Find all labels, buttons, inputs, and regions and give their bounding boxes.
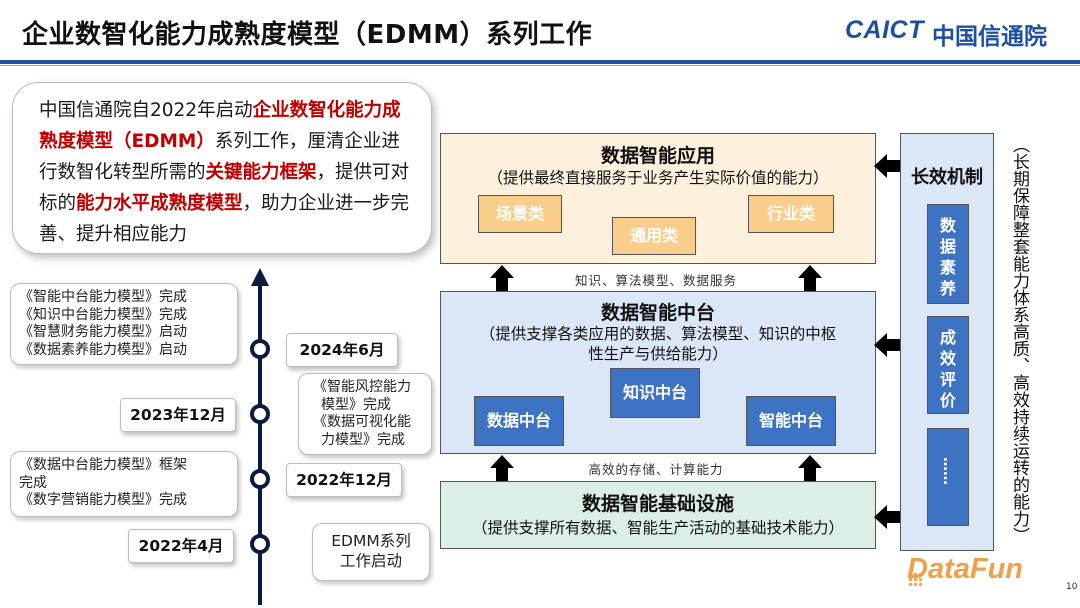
side-chip-effectiveness-evaluation: 成效评价 (927, 316, 969, 414)
header-divider-thin (0, 65, 1080, 66)
intro-text-1: 中国信通院自2022年启动 (39, 100, 253, 121)
milestone-note-2022-04: EDMM系列 工作启动 (312, 523, 430, 581)
intro-callout: 中国信通院自2022年启动企业数智化能力成熟度模型（EDMM）系列工作，厘清企业… (12, 82, 432, 254)
timeline-dot-2022-04 (250, 534, 270, 554)
timeline-dot-2024-06 (250, 339, 270, 359)
date-2022-04: 2022年4月 (128, 529, 234, 563)
app-layer-subtitle: （提供最终直接服务于业务产生实际价值的能力） (487, 169, 829, 187)
middle-chip-data: 数据中台 (474, 396, 564, 446)
timeline-dot-2022-12 (250, 469, 270, 489)
page-title: 企业数智化能力成熟度模型（EDMM）系列工作 (22, 20, 593, 50)
caict-logo: CAICT (845, 16, 924, 44)
milestone-item: 《知识中台能力模型》完成 (19, 306, 187, 323)
up-arrow-icon (798, 265, 822, 291)
middle-chip-knowledge: 知识中台 (610, 368, 700, 418)
intro-highlight-edmm: 企业数智化能力成熟度模型（EDMM） (39, 100, 401, 152)
intro-highlight-maturity: 能力水平成熟度模型 (76, 193, 243, 214)
side-chip-more: …… (927, 428, 969, 526)
milestone-note-2024-06: 《智能中台能力模型》完成 《知识中台能力模型》完成 《智慧财务能力模型》启动 《… (10, 283, 238, 365)
milestone-item: 《数据素养能力模型》启动 (19, 341, 187, 358)
milestone-note-2022-12: 《数据中台能力模型》框架 完成 《数字营销能力模型》完成 (10, 451, 238, 517)
milestone-item: 《数据可视化能 (313, 414, 411, 430)
milestone-item: 力模型》完成 (321, 431, 405, 448)
date-2023-12: 2023年12月 (120, 398, 236, 432)
app-layer-title: 数据智能应用 (600, 145, 715, 167)
milestone-note-2023-12: 《智能风控能力 模型》完成 《数据可视化能 力模型》完成 (298, 373, 432, 455)
middle-layer-subtitle-2: 性生产与供给能力） (588, 345, 728, 363)
long-term-mechanism-note: （长期保障整套能力体系高质、高效持续运转的能力） (1009, 136, 1029, 544)
left-arrow-icon (874, 154, 900, 178)
left-arrow-icon (874, 505, 900, 529)
milestone-item: 模型》完成 (321, 396, 391, 413)
timeline-arrow-head (251, 268, 269, 286)
side-chip-label: 成效评价 (939, 328, 956, 410)
side-chip-label: 数据素养 (939, 216, 956, 298)
base-layer-subtitle: （提供支撑所有数据、智能生产活动的基础技术能力） (471, 519, 844, 537)
milestone-item: 完成 (19, 474, 47, 491)
intro-text-2: 系列工作，厘清企业进行数智化转型所需的 (39, 131, 400, 183)
header-divider (0, 60, 1080, 64)
side-panel-title: 长效机制 (911, 167, 983, 188)
base-layer-title: 数据智能基础设施 (581, 493, 734, 515)
milestone-item: 工作启动 (339, 552, 402, 570)
app-middle-link-label: 知识、算法模型、数据服务 (574, 273, 737, 288)
up-arrow-icon (798, 455, 822, 481)
milestone-item: 《智慧财务能力模型》启动 (19, 324, 187, 340)
side-chip-label: …… (940, 457, 956, 485)
middle-base-link-label: 高效的存储、计算能力 (588, 462, 724, 477)
milestone-item: EDMM系列 (331, 532, 411, 550)
intro-text-3: ，提供可对标的 (39, 162, 410, 214)
middle-layer-title: 数据智能中台 (600, 302, 715, 324)
date-2024-06: 2024年6月 (286, 333, 398, 367)
page-number: 10 (1066, 582, 1078, 592)
datafun-logo: DataFun (907, 553, 1023, 585)
milestone-item: 《数据中台能力模型》框架 (19, 457, 187, 473)
timeline-dot-2023-12 (250, 404, 270, 424)
up-arrow-icon (490, 265, 514, 291)
date-2022-12: 2022年12月 (286, 463, 402, 497)
app-chip-scenario: 场景类 (478, 195, 562, 233)
left-arrow-icon (874, 333, 900, 357)
timeline-axis (258, 285, 262, 605)
app-chip-general: 通用类 (612, 217, 696, 255)
milestone-item: 《智能风控能力 (313, 379, 411, 395)
milestone-item: 《智能中台能力模型》完成 (19, 289, 187, 305)
middle-chip-intelligence: 智能中台 (746, 396, 836, 446)
milestone-item: 《数字营销能力模型》完成 (19, 492, 187, 508)
datafun-logo-dots (908, 572, 922, 586)
middle-layer-subtitle-1: （提供支撑各类应用的数据、算法模型、知识的中枢 (479, 325, 837, 343)
up-arrow-icon (490, 455, 514, 481)
side-chip-data-literacy: 数据素养 (927, 204, 969, 304)
app-chip-industry: 行业类 (748, 195, 834, 233)
data-intelligence-infrastructure-panel (440, 481, 876, 549)
intro-text-4: ，助力企业进一步完善、提升相应能力 (39, 193, 410, 245)
intro-highlight-framework: 关键能力框架 (205, 162, 317, 183)
caict-logo-cn: 中国信通院 (932, 24, 1047, 50)
